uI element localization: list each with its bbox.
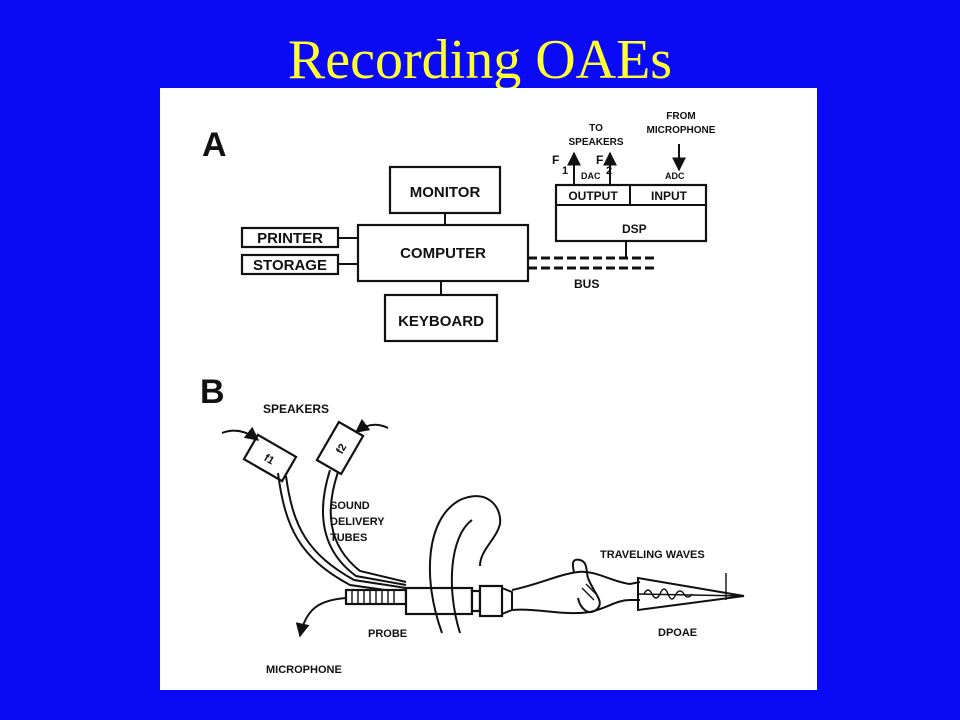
dac-label: DAC: [581, 171, 601, 181]
output-label: OUTPUT: [568, 189, 618, 203]
pinna-outline: [428, 495, 502, 634]
panel-b: B SPEAKERS f1 f2 SOUND DELIVERY TUBES: [200, 373, 745, 676]
printer-label: PRINTER: [257, 230, 323, 247]
ossicles: [581, 583, 599, 601]
from-microphone-label-2: MICROPHONE: [647, 125, 716, 136]
bus-lines: [528, 241, 656, 270]
f2-letter: F: [596, 153, 603, 167]
speakers-label: SPEAKERS: [263, 402, 329, 416]
traveling-waves-label: TRAVELING WAVES: [600, 549, 705, 561]
oae-recording-diagram: A MONITOR COMPUTER KEYBOARD PRINTER STOR…: [200, 111, 745, 676]
probe-assembly: [344, 584, 513, 618]
f1-letter: F: [552, 153, 559, 167]
bus-label: BUS: [574, 277, 599, 291]
adc-label: ADC: [665, 171, 685, 181]
middle-ear: [571, 558, 601, 614]
monitor-box: [388, 165, 502, 215]
sound-delivery-label-1: SOUND: [330, 500, 370, 512]
traveling-wave-trace: [643, 588, 693, 600]
panel-a-letter: A: [202, 126, 227, 164]
input-label: INPUT: [651, 189, 688, 203]
dsp-label: DSP: [622, 222, 647, 236]
dpoae-label: DPOAE: [658, 627, 697, 639]
probe-label: PROBE: [368, 628, 407, 640]
monitor-label: MONITOR: [410, 184, 481, 201]
speaker-f1-arrow: [221, 426, 260, 441]
sound-delivery-label-3: TUBES: [330, 532, 367, 544]
storage-label: STORAGE: [253, 257, 327, 274]
speaker-f1: f1: [242, 433, 298, 483]
computer-box: [356, 223, 530, 283]
to-speakers-label-2: SPEAKERS: [568, 137, 623, 148]
computer-label: COMPUTER: [400, 245, 486, 262]
speaker-f2-arrow: [354, 418, 389, 433]
microphone-label: MICROPHONE: [266, 664, 342, 676]
f2-subscript: 2: [606, 165, 612, 177]
sound-delivery-label-2: DELIVERY: [330, 516, 385, 528]
figure-panel: A MONITOR COMPUTER KEYBOARD PRINTER STOR…: [160, 88, 817, 690]
sound-delivery-tubes: [277, 469, 407, 594]
panel-a: A MONITOR COMPUTER KEYBOARD PRINTER STOR…: [202, 111, 716, 343]
ear-canal-upper: [511, 570, 641, 591]
f1-subscript: 1: [562, 165, 568, 177]
microphone-arrow: [295, 597, 347, 638]
from-microphone-label-1: FROM: [666, 111, 695, 122]
speaker-f2: f2: [315, 420, 365, 476]
ear-canal-lower: [511, 599, 640, 615]
slide-title: Recording OAEs: [287, 29, 673, 91]
to-speakers-label-1: TO: [589, 123, 603, 134]
keyboard-label: KEYBOARD: [398, 313, 484, 330]
pinna-inner: [450, 519, 473, 634]
panel-b-letter: B: [200, 373, 225, 411]
